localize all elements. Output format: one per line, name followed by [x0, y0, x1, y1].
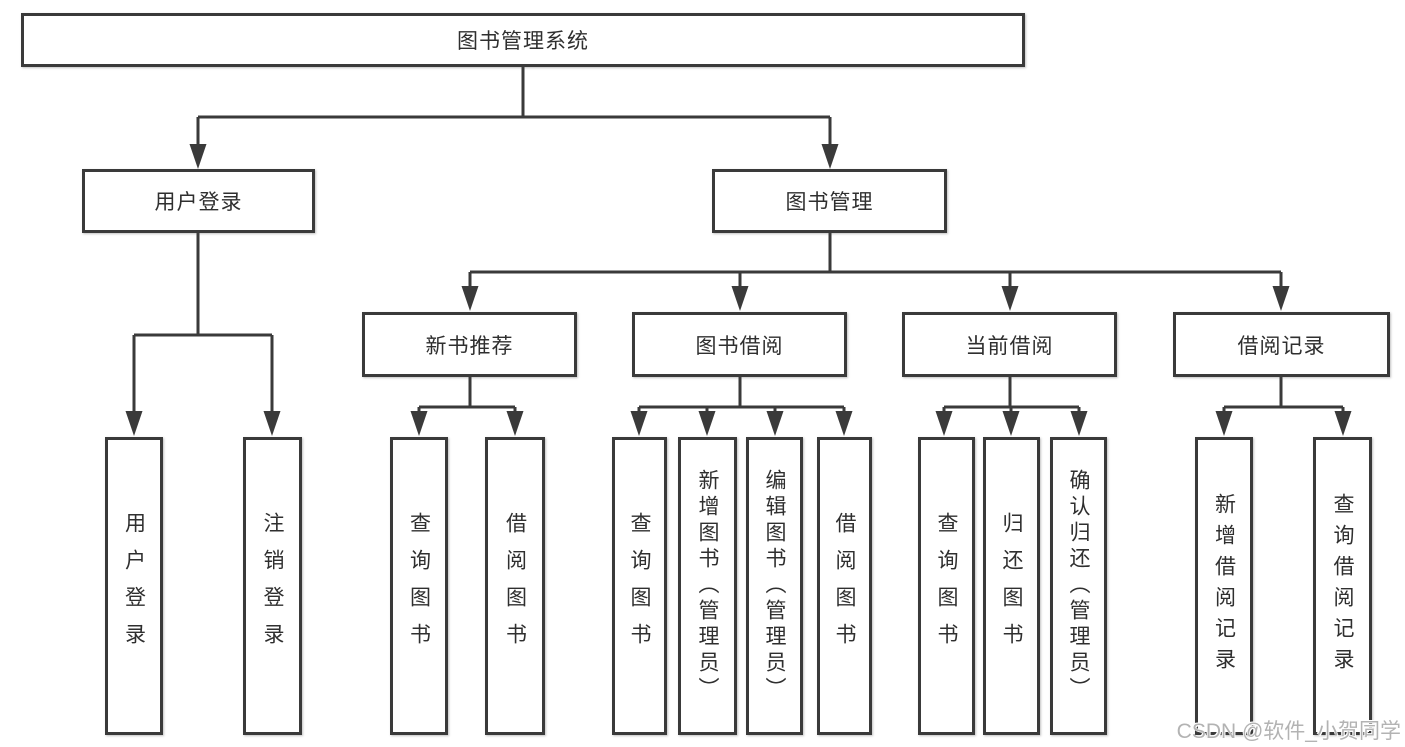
connector-book-borrow: [637, 377, 846, 413]
leaf-borrow-books-label: 借阅图书: [833, 512, 856, 660]
node-book-borrow-label: 图书借阅: [695, 334, 784, 358]
node-borrow-records-label: 借阅记录: [1237, 334, 1326, 358]
connector-root: [196, 66, 832, 146]
leaf-logout-label: 注销登录: [261, 512, 284, 660]
node-current-borrow: 当前借阅: [902, 312, 1117, 377]
leaf-query-books-borrow-label: 查询图书: [628, 512, 651, 660]
leaf-query-borrow-record: 查询借阅记录: [1313, 437, 1372, 735]
leaf-confirm-return-admin-label: 确认归还（管理员）: [1067, 469, 1090, 703]
leaf-query-borrow-record-label: 查询借阅记录: [1331, 493, 1354, 679]
leaf-query-books-current: 查询图书: [918, 437, 975, 735]
node-book-borrow: 图书借阅: [632, 312, 847, 377]
leaf-add-borrow-record-label: 新增借阅记录: [1212, 493, 1236, 679]
node-current-borrow-label: 当前借阅: [965, 334, 1054, 358]
leaf-add-book-admin: 新增图书（管理员）: [678, 437, 737, 735]
leaf-edit-book-admin: 编辑图书（管理员）: [746, 437, 803, 735]
leaf-query-books-recommend: 查询图书: [390, 437, 448, 735]
leaf-query-books-current-label: 查询图书: [935, 512, 958, 660]
node-borrow-records: 借阅记录: [1173, 312, 1390, 377]
leaf-return-book: 归还图书: [983, 437, 1040, 735]
node-root: 图书管理系统: [21, 13, 1025, 67]
node-root-label: 图书管理系统: [457, 30, 589, 53]
leaf-query-books-recommend-label: 查询图书: [407, 512, 431, 660]
connector-new-book-recommend: [417, 377, 517, 413]
connector-book-management: [468, 233, 1283, 288]
arrowheads: [125, 144, 1352, 436]
leaf-user-login: 用户登录: [105, 437, 163, 735]
leaf-edit-book-admin-label: 编辑图书（管理员）: [763, 469, 786, 703]
leaf-user-login-label: 用户登录: [122, 512, 146, 660]
node-user-login: 用户登录: [82, 169, 315, 233]
node-book-management-label: 图书管理: [785, 191, 874, 214]
connector-borrow-records: [1222, 377, 1345, 413]
node-book-management: 图书管理: [712, 169, 947, 233]
node-new-book-recommend-label: 新书推荐: [425, 334, 514, 358]
leaf-borrow-books-recommend-label: 借阅图书: [503, 512, 527, 660]
leaf-borrow-books: 借阅图书: [817, 437, 872, 735]
leaf-add-book-admin-label: 新增图书（管理员）: [696, 469, 719, 703]
leaf-add-borrow-record: 新增借阅记录: [1195, 437, 1253, 735]
leaf-logout: 注销登录: [243, 437, 302, 735]
connector-current-borrow: [942, 377, 1081, 413]
leaf-query-books-borrow: 查询图书: [612, 437, 667, 735]
node-new-book-recommend: 新书推荐: [362, 312, 577, 377]
leaf-confirm-return-admin: 确认归还（管理员）: [1050, 437, 1107, 735]
connector-user-login: [132, 233, 274, 413]
leaf-borrow-books-recommend: 借阅图书: [485, 437, 545, 735]
node-user-login-label: 用户登录: [154, 191, 243, 214]
csdn-watermark: CSDN @软件_小贺同学: [1176, 720, 1401, 743]
leaf-return-book-label: 归还图书: [1000, 512, 1023, 660]
